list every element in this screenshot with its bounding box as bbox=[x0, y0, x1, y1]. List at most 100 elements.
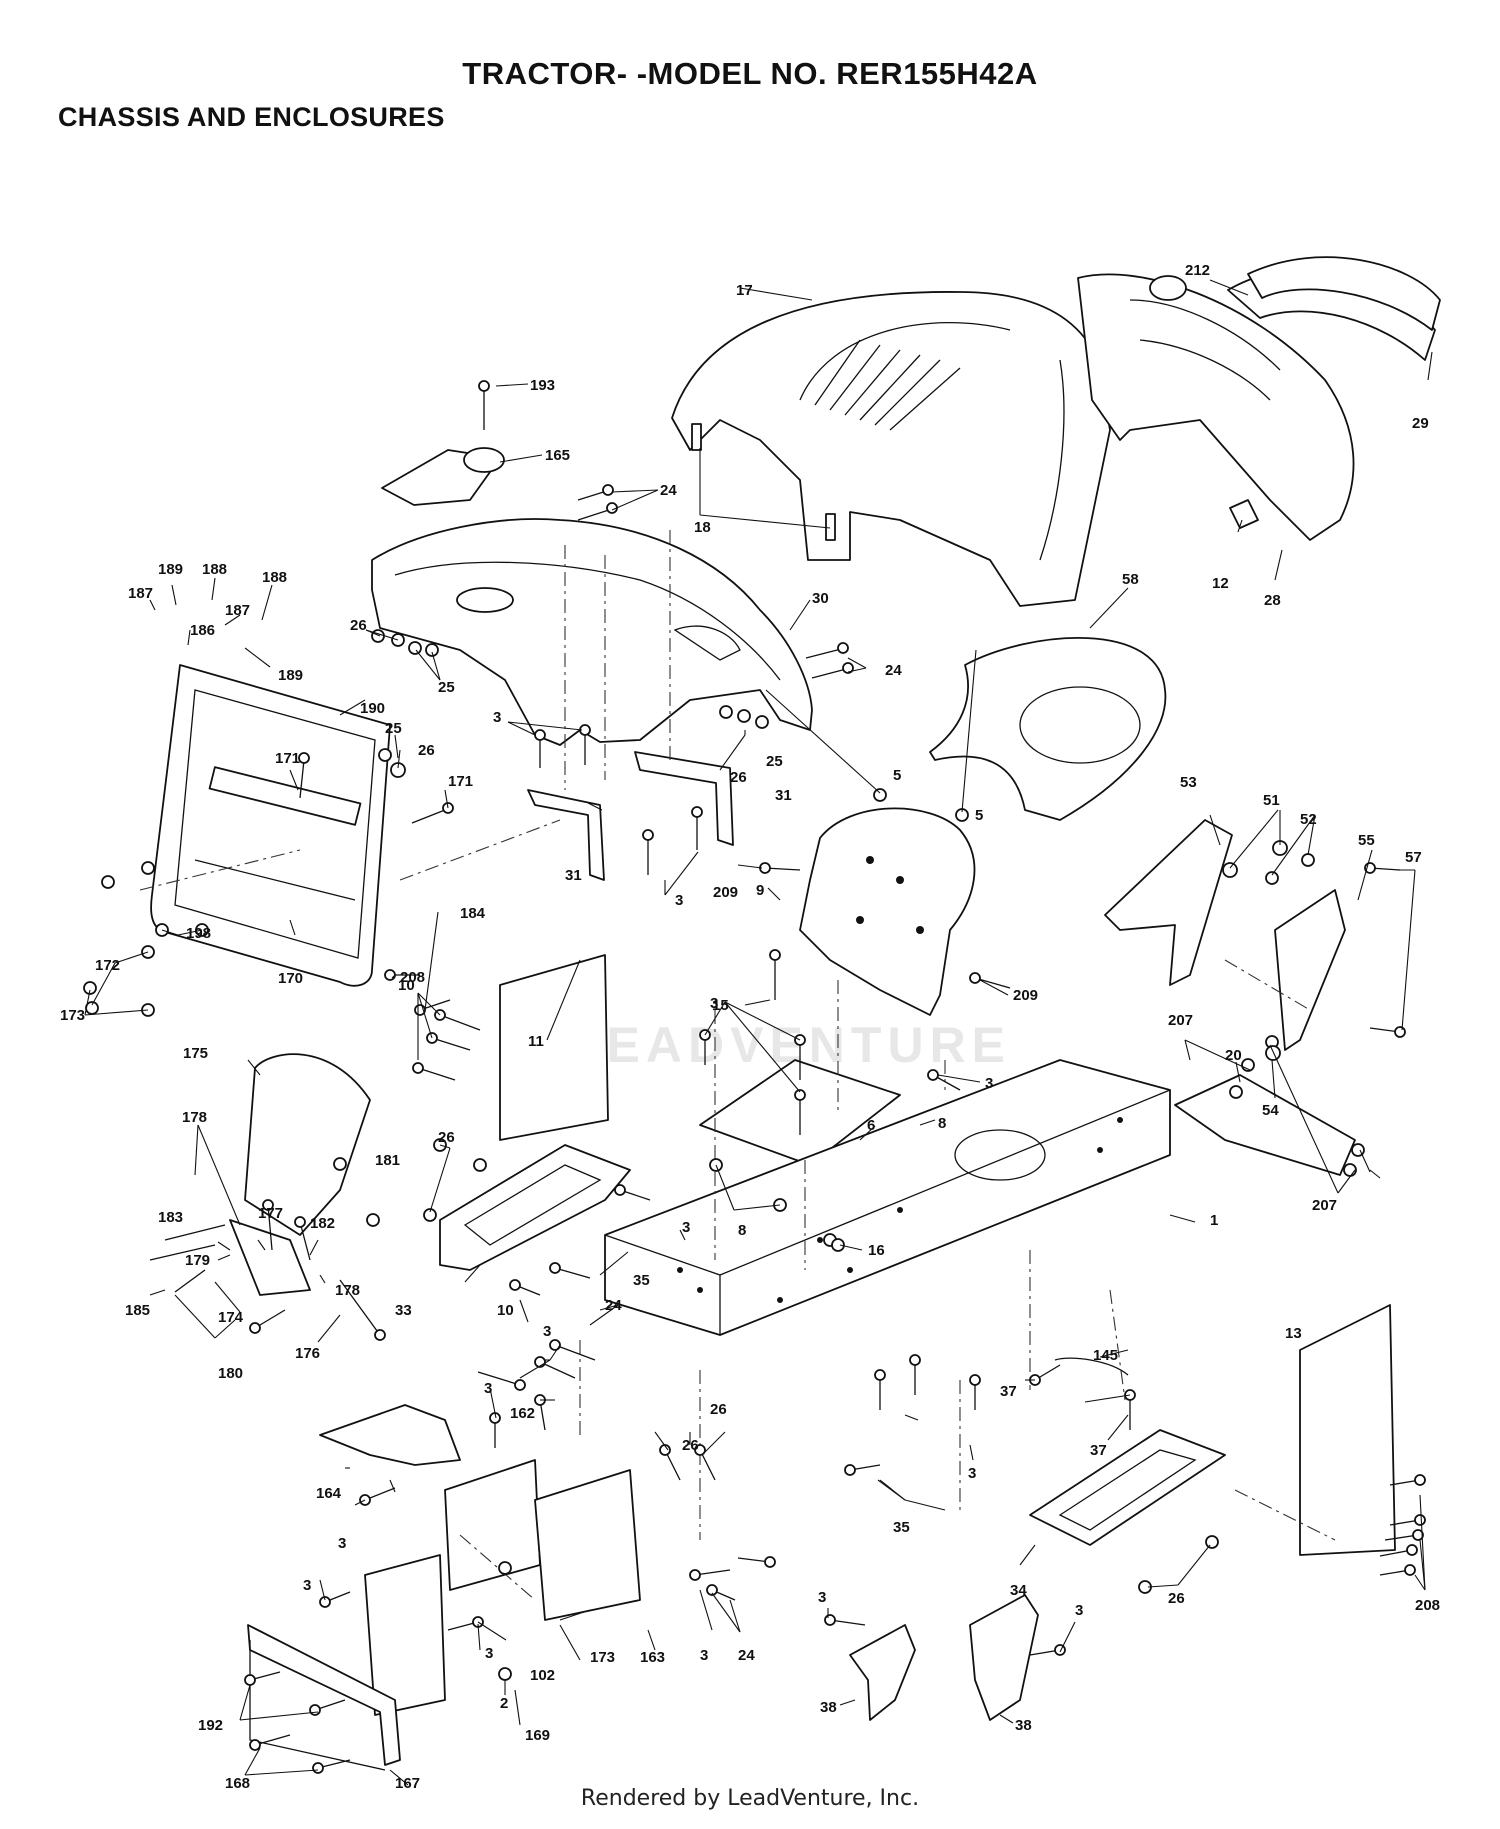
plate-part-53 bbox=[1104, 819, 1233, 986]
callout-175: 175 bbox=[183, 1045, 208, 1062]
callout-16: 16 bbox=[868, 1242, 885, 1259]
page-title: TRACTOR- -MODEL NO. RER155H42A bbox=[462, 56, 1038, 91]
front-bumper-part bbox=[150, 664, 391, 987]
callout-167: 167 bbox=[395, 1775, 420, 1792]
callout-188-b: 188 bbox=[262, 569, 287, 586]
callout-24-c: 24 bbox=[605, 1297, 622, 1314]
callout-26-d: 26 bbox=[438, 1129, 455, 1146]
callout-3-b: 3 bbox=[675, 892, 683, 909]
callout-173-b: 173 bbox=[590, 1649, 615, 1666]
foot-rest-part-right bbox=[1029, 1429, 1226, 1546]
callout-35-a: 35 bbox=[633, 1272, 650, 1289]
callout-3-g: 3 bbox=[484, 1380, 492, 1397]
side-panel-part bbox=[499, 954, 609, 1141]
callout-25-a: 25 bbox=[438, 679, 455, 696]
callout-209-a: 209 bbox=[713, 884, 738, 901]
callout-172: 172 bbox=[95, 957, 120, 974]
callout-31-a: 31 bbox=[775, 787, 792, 804]
foot-rest-part-left bbox=[439, 1144, 631, 1271]
callout-208-a: 208 bbox=[400, 969, 425, 986]
callout-168: 168 bbox=[225, 1775, 250, 1792]
callout-26-c: 26 bbox=[730, 769, 747, 786]
callout-26-e: 26 bbox=[710, 1401, 727, 1418]
callout-3-l: 3 bbox=[700, 1647, 708, 1664]
callout-162: 162 bbox=[510, 1405, 535, 1422]
callout-207-a: 207 bbox=[1168, 1012, 1193, 1029]
callout-173-a: 173 bbox=[60, 1007, 85, 1024]
callout-188-a: 188 bbox=[202, 561, 227, 578]
callout-25-b: 25 bbox=[385, 720, 402, 737]
fasteners bbox=[83, 380, 1426, 1774]
callout-10-a: 10 bbox=[398, 977, 415, 994]
callout-31-b: 31 bbox=[565, 867, 582, 884]
callout-8-b: 8 bbox=[738, 1222, 746, 1239]
callout-189-b: 189 bbox=[278, 667, 303, 684]
callout-3-j: 3 bbox=[303, 1577, 311, 1594]
bracket-part-left bbox=[527, 789, 605, 881]
callout-170: 170 bbox=[278, 970, 303, 987]
callout-212: 212 bbox=[1185, 262, 1210, 279]
callout-37-b: 37 bbox=[1090, 1442, 1107, 1459]
callout-52: 52 bbox=[1300, 811, 1317, 828]
callout-198: 198 bbox=[186, 925, 211, 942]
plate-part-55 bbox=[1274, 889, 1346, 1051]
callout-102: 102 bbox=[530, 1667, 555, 1684]
footer-credit: Rendered by LeadVenture, Inc. bbox=[580, 1786, 920, 1811]
callout-187-a: 187 bbox=[128, 585, 153, 602]
rear-side-panel-part bbox=[1299, 1304, 1396, 1556]
callout-24-b: 24 bbox=[885, 662, 902, 679]
callout-192: 192 bbox=[198, 1717, 223, 1734]
callout-26-b: 26 bbox=[418, 742, 435, 759]
callout-1: 1 bbox=[1210, 1212, 1218, 1229]
callout-3-d: 3 bbox=[985, 1075, 993, 1092]
callout-labels: 193 165 17 212 29 18 24 12 28 189 188 18… bbox=[60, 262, 1440, 1792]
bracket-part-20 bbox=[1174, 1074, 1356, 1176]
callout-3-e: 3 bbox=[682, 1219, 690, 1236]
callout-3-c: 3 bbox=[710, 995, 718, 1012]
callout-190: 190 bbox=[360, 700, 385, 717]
callout-38-a: 38 bbox=[820, 1699, 837, 1716]
section-title: CHASSIS AND ENCLOSURES bbox=[58, 102, 445, 132]
callout-20: 20 bbox=[1225, 1047, 1242, 1064]
callout-209-b: 209 bbox=[1013, 987, 1038, 1004]
watermark-text: LEADVENTURE bbox=[570, 1017, 1011, 1073]
callout-57: 57 bbox=[1405, 849, 1422, 866]
callout-53: 53 bbox=[1180, 774, 1197, 791]
callout-180: 180 bbox=[218, 1365, 243, 1382]
callout-13: 13 bbox=[1285, 1325, 1302, 1342]
shield-part bbox=[319, 1404, 461, 1466]
callout-12: 12 bbox=[1212, 575, 1229, 592]
callout-33: 33 bbox=[395, 1302, 412, 1319]
callout-17: 17 bbox=[736, 282, 753, 299]
rear-bracket-part-left bbox=[849, 1624, 916, 1721]
callout-178-b: 178 bbox=[335, 1282, 360, 1299]
callout-24-d: 24 bbox=[738, 1647, 755, 1664]
hood-part bbox=[671, 291, 1111, 607]
main-frame-part bbox=[604, 1059, 1171, 1336]
callout-5-b: 5 bbox=[975, 807, 983, 824]
callout-18: 18 bbox=[694, 519, 711, 536]
callout-171-b: 171 bbox=[448, 773, 473, 790]
clip-part bbox=[1229, 499, 1259, 529]
callout-184: 184 bbox=[460, 905, 486, 922]
callout-8-a: 8 bbox=[938, 1115, 946, 1132]
callout-26-f: 26 bbox=[682, 1437, 699, 1454]
front-hitch-part bbox=[247, 1554, 446, 1771]
callout-24-a: 24 bbox=[660, 482, 677, 499]
callout-25-c: 25 bbox=[766, 753, 783, 770]
callout-165: 165 bbox=[545, 447, 570, 464]
callout-34: 34 bbox=[1010, 1582, 1027, 1599]
dash-console-part bbox=[371, 518, 813, 746]
callout-3-k: 3 bbox=[485, 1645, 493, 1662]
callout-164: 164 bbox=[316, 1485, 342, 1502]
callout-11: 11 bbox=[528, 1033, 544, 1050]
callout-2: 2 bbox=[500, 1695, 508, 1712]
callout-54: 54 bbox=[1262, 1102, 1279, 1119]
callout-37-a: 37 bbox=[1000, 1383, 1017, 1400]
callout-208-b: 208 bbox=[1415, 1597, 1440, 1614]
callout-177: 177 bbox=[258, 1205, 283, 1222]
lift-lever-part bbox=[244, 1053, 371, 1236]
callout-182: 182 bbox=[310, 1215, 335, 1232]
callout-30: 30 bbox=[812, 590, 829, 607]
